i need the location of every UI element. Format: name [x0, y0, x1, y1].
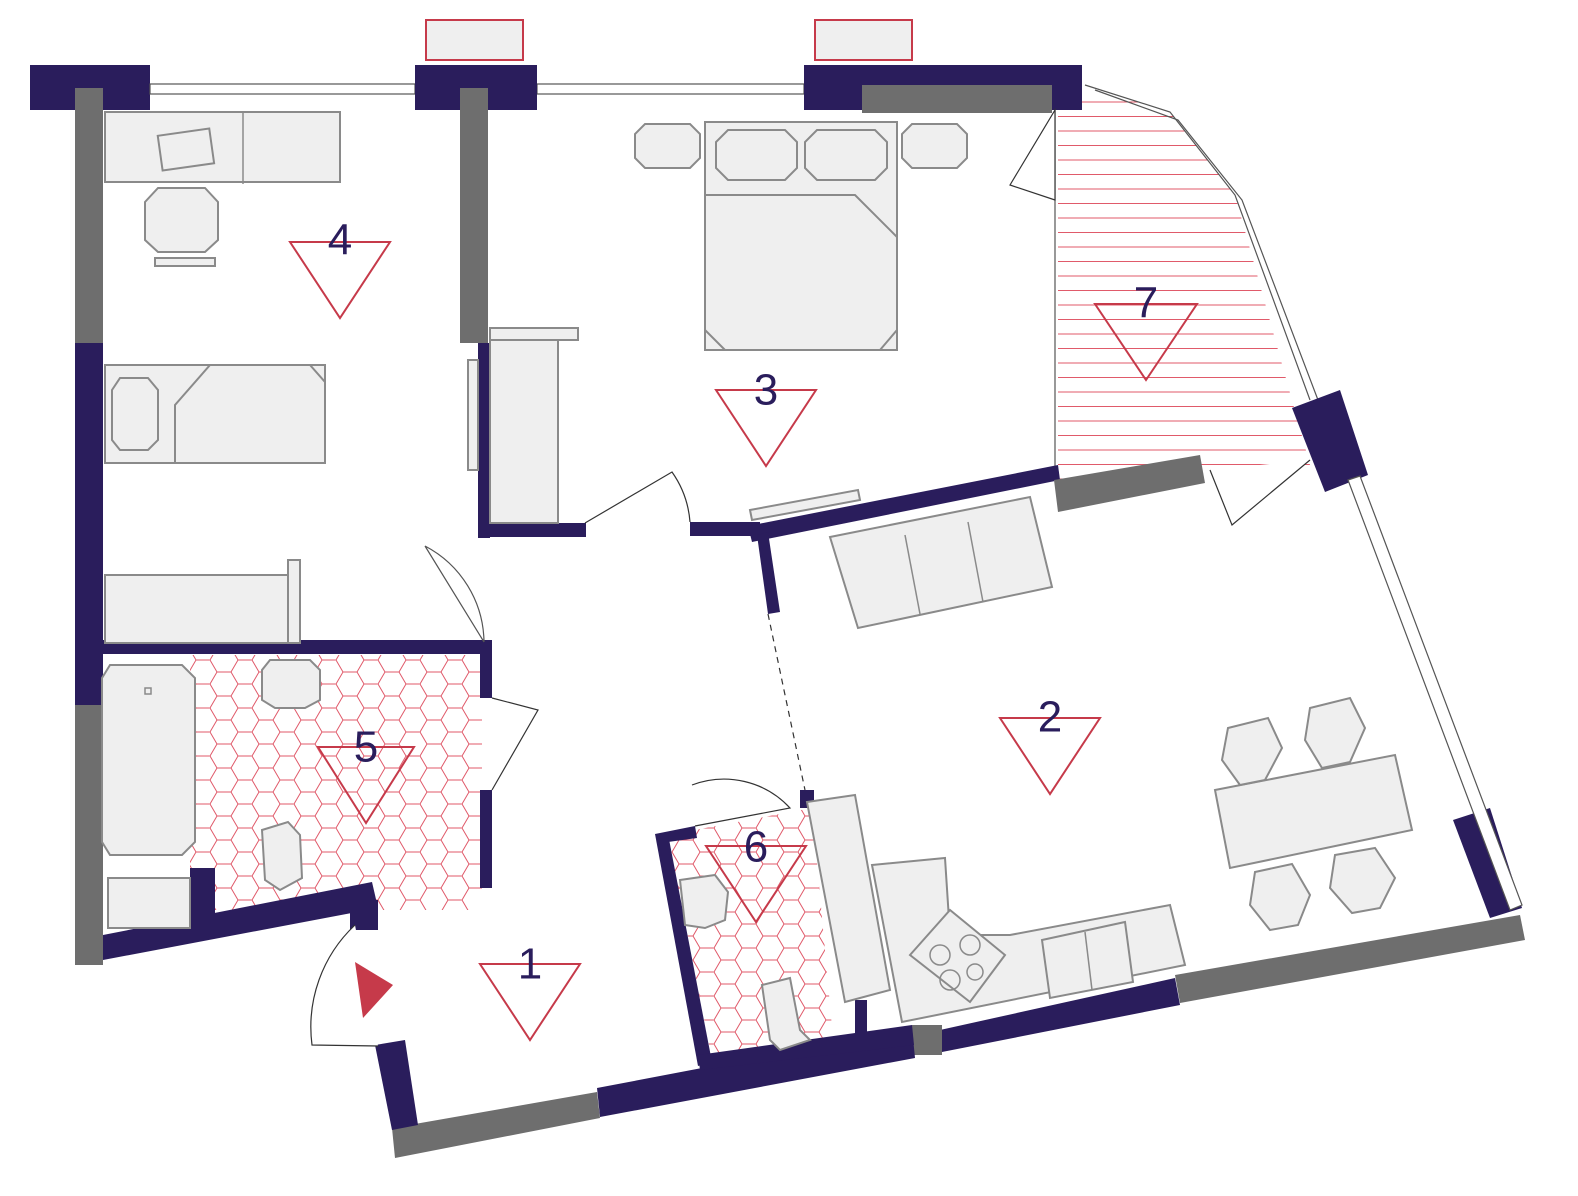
balcony-railing — [1084, 84, 1311, 401]
balcony-railing-inner — [1094, 89, 1319, 401]
room-marker-2: 2 — [998, 693, 1102, 796]
bathtub — [101, 664, 196, 856]
nightstand-left — [634, 123, 701, 169]
dining-table — [1213, 753, 1414, 870]
nightstand-right — [901, 123, 968, 169]
desk — [104, 111, 341, 183]
room-number-7: 7 — [1134, 279, 1158, 328]
chair — [1220, 716, 1284, 787]
sofa — [828, 495, 1054, 630]
room-marker-7: 7 — [1093, 279, 1199, 382]
sink — [1040, 920, 1135, 1000]
stove — [908, 908, 1007, 1004]
pillow-right — [804, 129, 888, 181]
room-marker-6: 6 — [704, 823, 808, 924]
entrance-arrow-icon — [355, 962, 393, 1018]
radiator — [748, 488, 862, 522]
room-markers: 1 2 3 4 5 6 7 — [288, 216, 1199, 1042]
room-marker-1: 1 — [478, 940, 582, 1042]
desk-chair — [144, 187, 219, 253]
pillow-left — [715, 129, 798, 181]
room-marker-4: 4 — [288, 216, 392, 320]
laptop — [156, 127, 216, 172]
duvet — [704, 194, 898, 351]
room-number-3: 3 — [754, 366, 778, 415]
skylight-right — [814, 19, 913, 61]
toilet — [260, 820, 304, 892]
chair — [1248, 862, 1312, 932]
room-number-1: 1 — [518, 940, 542, 989]
doors — [310, 107, 1311, 1047]
washbasin — [261, 659, 321, 709]
shelving — [805, 793, 892, 1004]
wc-toilet — [760, 976, 812, 1052]
chair — [1328, 846, 1397, 915]
right-facade-window — [1347, 475, 1523, 911]
room-number-6: 6 — [744, 823, 768, 872]
room-marker-5: 5 — [316, 723, 416, 825]
wardrobe-4 — [104, 574, 301, 644]
walls — [30, 65, 1525, 1158]
room-number-4: 4 — [328, 216, 352, 265]
pillow — [111, 377, 159, 451]
wc-washbasin — [678, 873, 730, 930]
skylight-left — [425, 19, 524, 61]
room-number-2: 2 — [1038, 693, 1062, 742]
wardrobe-3 — [489, 337, 559, 524]
chair — [1303, 696, 1367, 770]
room-marker-3: 3 — [714, 366, 818, 468]
bathroom-tile-floor — [190, 655, 482, 910]
furniture — [101, 111, 1414, 1052]
cabinet — [107, 877, 191, 929]
room-number-5: 5 — [354, 723, 378, 772]
balcony-hatch — [1058, 101, 1310, 480]
